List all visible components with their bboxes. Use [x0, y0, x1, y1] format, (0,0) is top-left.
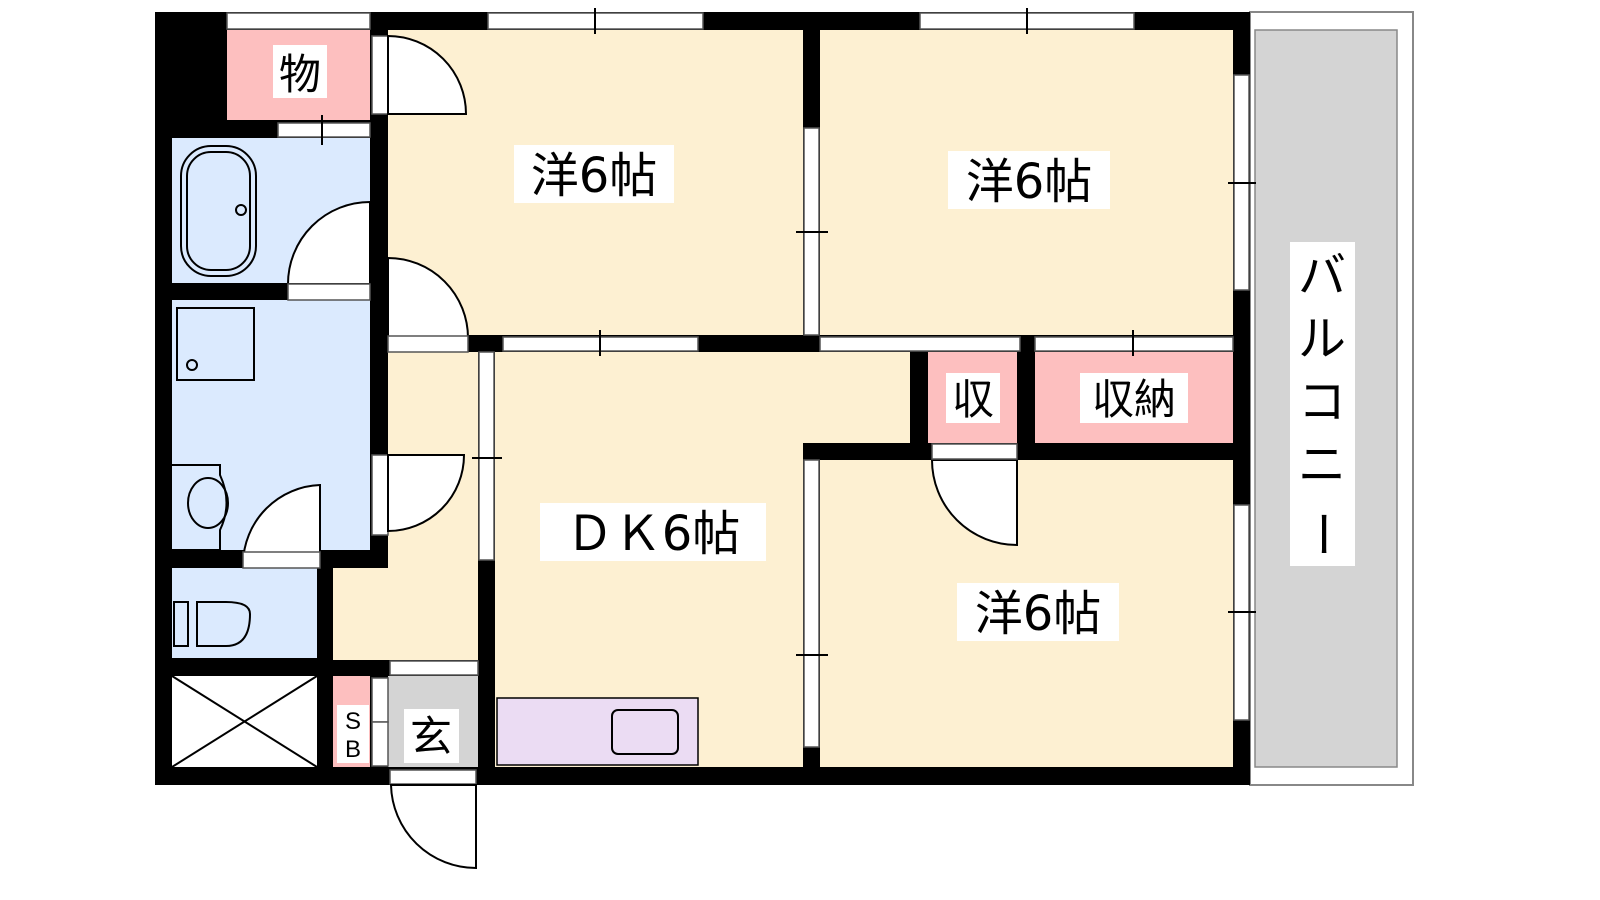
- washing-machine-icon: [176, 307, 255, 381]
- western-room-2-label: 洋6帖: [966, 154, 1093, 210]
- swing-door-storeroom[interactable]: [387, 34, 468, 115]
- label-bg: [948, 151, 1110, 209]
- window: [226, 12, 371, 30]
- sliding-door[interactable]: [803, 459, 820, 748]
- shoe-box-door[interactable]: [371, 721, 389, 767]
- shoe-box-door[interactable]: [371, 677, 389, 723]
- bathtub-icon: [180, 145, 257, 277]
- dk-label: ＤＫ6帖: [566, 506, 741, 562]
- shoe-box-label-b: B: [345, 736, 361, 763]
- door-frame: [371, 35, 389, 115]
- label-bg: [946, 373, 1000, 423]
- label-bg: [514, 145, 674, 203]
- western-room-3-label: 洋6帖: [975, 586, 1102, 642]
- dining-kitchen-extension: [800, 352, 910, 443]
- balcony-label-char: バ: [1298, 248, 1346, 304]
- label-bg: [337, 705, 369, 763]
- front-door[interactable]: [389, 784, 477, 870]
- label-bg: [273, 45, 327, 98]
- washer-dial-icon: [186, 359, 198, 371]
- window: [277, 122, 371, 138]
- washbasin-icon: [187, 477, 229, 529]
- balcony-label-char: ニ: [1298, 437, 1346, 493]
- swing-door-room1[interactable]: [387, 256, 470, 339]
- drain-icon: [235, 204, 247, 216]
- door-frame: [389, 769, 477, 785]
- storeroom-label: 物: [279, 50, 321, 99]
- door-frame: [389, 660, 479, 676]
- door-frame: [387, 335, 469, 353]
- balcony-label-char: コ: [1298, 374, 1346, 430]
- vanity-icon: [172, 464, 228, 551]
- label-bg: [540, 503, 766, 561]
- toilet-room: [172, 568, 317, 658]
- closet-label: 収納: [1092, 375, 1176, 424]
- swing-door-bathroom[interactable]: [286, 200, 371, 285]
- western-room-1-label: 洋6帖: [531, 148, 658, 204]
- door-frame: [242, 551, 321, 569]
- sliding-door[interactable]: [478, 351, 495, 561]
- sink-icon: [611, 709, 679, 755]
- balcony-label-char: ル: [1298, 311, 1346, 367]
- label-bg: [957, 583, 1119, 641]
- swing-door-washroom[interactable]: [387, 454, 466, 533]
- door-frame: [287, 283, 371, 301]
- swing-door-storage[interactable]: [930, 459, 1018, 547]
- label-bg: [1290, 242, 1355, 566]
- balcony-label-char: ー: [1294, 510, 1350, 558]
- label-bg: [404, 709, 459, 763]
- toilet-tank-icon: [173, 601, 189, 647]
- label-bg: [1080, 373, 1188, 423]
- entrance-label: 玄: [410, 712, 452, 761]
- bathtub-inner: [186, 151, 251, 271]
- door-frame: [371, 454, 389, 536]
- sliding-door[interactable]: [819, 336, 1021, 352]
- storage-small-label: 収: [952, 375, 994, 424]
- toilet-icon: [196, 601, 252, 647]
- void-cross: [171, 675, 318, 768]
- shoe-box-label-s: S: [345, 708, 361, 735]
- door-frame: [931, 443, 1018, 460]
- hallway-lower: [333, 568, 478, 660]
- balcony-label: バ ル コ ニ ー: [1294, 248, 1350, 558]
